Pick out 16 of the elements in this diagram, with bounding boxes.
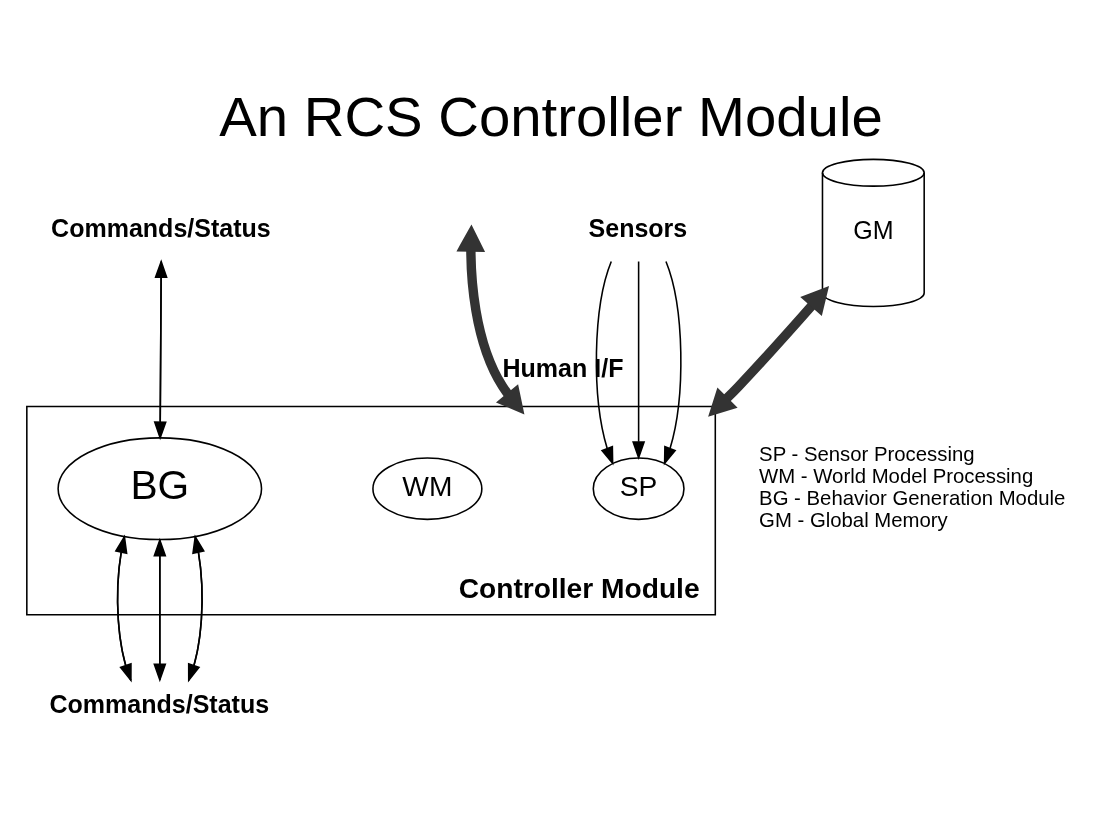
- node-ellipse: WM: [372, 457, 483, 521]
- arrow: [708, 286, 830, 417]
- node-text: Commands/Status: [49, 689, 270, 718]
- arrow: [632, 260, 646, 460]
- diagram-title: An RCS Controller Module: [219, 84, 883, 148]
- node-ellipse: BG: [57, 437, 263, 541]
- label: GM - Global Memory: [759, 508, 948, 531]
- node-text: Sensors: [588, 214, 688, 243]
- arrow: [663, 260, 682, 466]
- label: BG - Behavior Generation Module: [759, 487, 1066, 510]
- label: WM - World Model Processing: [759, 465, 1034, 488]
- node-ellipse: SP: [592, 457, 685, 521]
- label: SP - Sensor Processing: [759, 443, 975, 466]
- node-text: Commands/Status: [51, 214, 271, 243]
- arrow: [456, 224, 525, 415]
- arrow: [595, 260, 614, 466]
